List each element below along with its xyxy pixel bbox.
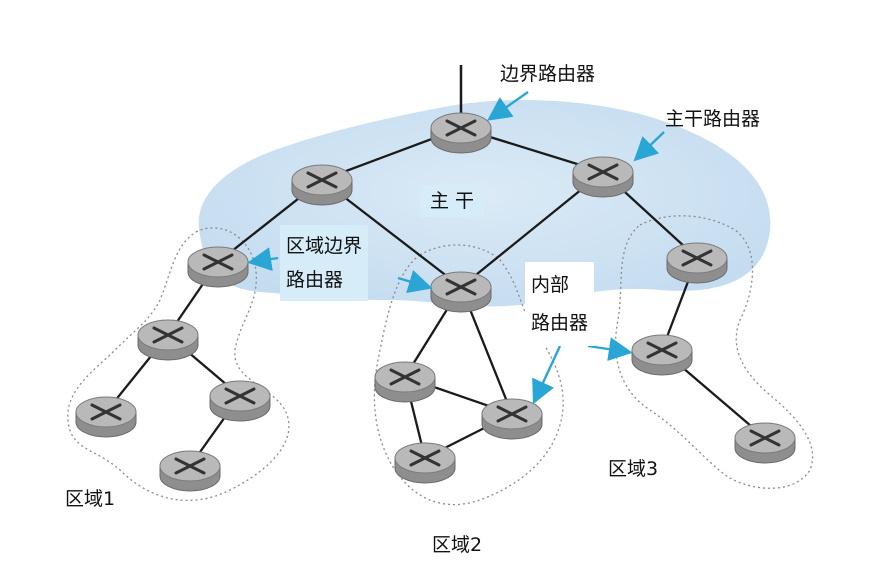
routers-layer	[75, 112, 796, 492]
pointer-arrow-6	[587, 337, 633, 362]
label-backbone-router: 主干路由器	[665, 108, 761, 130]
label-area3: 区域3	[608, 458, 659, 480]
label-area-border-router: 区域边界 路由器	[280, 225, 369, 301]
router-icon-a1-mid	[137, 319, 199, 361]
router-icon-a1-left	[75, 396, 137, 438]
label-border-router: 边界路由器	[500, 63, 596, 85]
label-area-border-router-line2: 路由器	[286, 269, 344, 291]
router-icon-bb-left	[291, 164, 353, 206]
router-icon-a3-border	[666, 242, 728, 284]
router-icon-a3-bottom	[734, 422, 796, 464]
pointer-arrow-2	[633, 131, 665, 162]
router-icon-a1-border	[187, 246, 249, 288]
pointer-arrow-4	[397, 269, 433, 293]
router-icon-a1-right	[209, 380, 271, 422]
label-internal-router-line2: 路由器	[531, 312, 589, 334]
label-backbone: 主 干	[420, 185, 485, 217]
pointer-arrow-1	[487, 91, 529, 121]
arrows-layer	[247, 91, 665, 405]
area2-outline	[373, 244, 564, 506]
router-icon-a2-left	[374, 361, 436, 403]
label-area1: 区域1	[65, 488, 116, 510]
label-area-border-router-line1: 区域边界	[286, 235, 363, 257]
pointer-arrow-3	[247, 247, 279, 271]
router-icon-a2-right	[481, 398, 543, 440]
label-internal-router-line1: 内部	[531, 274, 570, 296]
area1-outline	[67, 227, 290, 502]
router-icon-a2-border	[430, 271, 492, 313]
router-icon-a1-bottom	[159, 450, 221, 492]
router-icon-border	[430, 112, 492, 154]
label-internal-router: 内部 路由器	[525, 262, 595, 346]
pointer-arrow-5	[532, 345, 562, 405]
router-icon-a2-bottom	[394, 442, 456, 484]
label-area2: 区域2	[432, 534, 483, 556]
router-icon-a3-mid	[631, 334, 693, 376]
router-icon-bb-right	[572, 156, 634, 198]
